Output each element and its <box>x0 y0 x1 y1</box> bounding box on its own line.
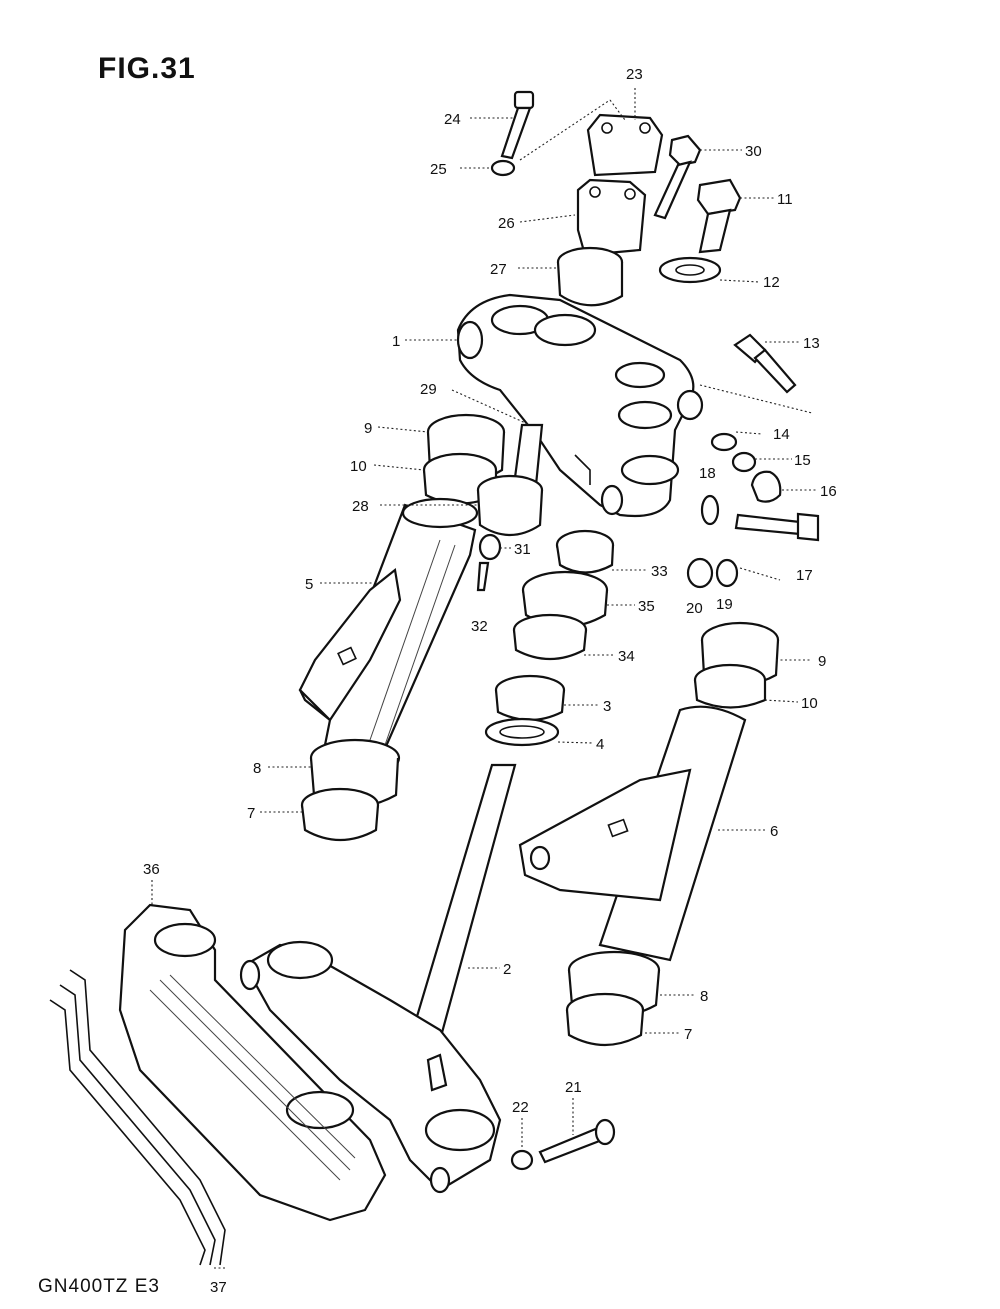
callout-33: 33 <box>651 563 668 580</box>
callout-11: 11 <box>777 191 793 208</box>
lower-fasteners <box>510 1118 616 1171</box>
callout-20: 20 <box>686 600 703 617</box>
callout-13: 13 <box>803 335 820 352</box>
callout-3: 3 <box>603 698 611 715</box>
callout-labels: 1 2 3 4 5 6 7 7 8 8 9 9 10 10 11 12 13 1… <box>143 66 837 1296</box>
callout-5: 5 <box>305 576 313 593</box>
callout-30: 30 <box>745 143 762 160</box>
top-fasteners <box>490 90 820 589</box>
callout-9-left: 9 <box>364 420 372 437</box>
callout-8-left: 8 <box>253 760 261 777</box>
callout-7-right: 7 <box>684 1026 692 1043</box>
callout-9-right: 9 <box>818 653 826 670</box>
callout-37: 37 <box>210 1279 227 1296</box>
model-code: GN400TZ E3 <box>38 1276 160 1297</box>
callout-24: 24 <box>444 111 461 128</box>
callout-18: 18 <box>699 465 716 482</box>
callout-23: 23 <box>626 66 643 83</box>
callout-26: 26 <box>498 215 515 232</box>
callout-25: 25 <box>430 161 447 178</box>
callout-34: 34 <box>618 648 635 665</box>
callout-14: 14 <box>773 426 790 443</box>
callout-15: 15 <box>794 452 811 469</box>
cover-and-emblem <box>49 903 387 1266</box>
callout-36: 36 <box>143 861 160 878</box>
left-bushings <box>422 413 544 536</box>
callout-28: 28 <box>352 498 369 515</box>
callout-29: 29 <box>420 381 437 398</box>
callout-16: 16 <box>820 483 837 500</box>
callout-6: 6 <box>770 823 778 840</box>
callout-10-right: 10 <box>801 695 818 712</box>
leader-lines <box>151 88 818 1269</box>
left-lower-seals <box>300 738 401 841</box>
center-stack <box>476 529 615 747</box>
callout-10-left: 10 <box>350 458 367 475</box>
callout-31: 31 <box>514 541 531 558</box>
upper-bracket-part <box>456 293 704 518</box>
callout-35: 35 <box>638 598 655 615</box>
steering-stem <box>239 763 517 1194</box>
callout-19: 19 <box>716 596 733 613</box>
right-fork-bracket <box>518 621 780 1046</box>
callout-7-left: 7 <box>247 805 255 822</box>
callout-4: 4 <box>596 736 604 753</box>
callout-21: 21 <box>565 1079 582 1096</box>
handlebar-holder-parts <box>519 99 664 307</box>
callout-12: 12 <box>763 274 780 291</box>
callout-17: 17 <box>796 567 813 584</box>
callout-2: 2 <box>503 961 511 978</box>
callout-1: 1 <box>392 333 400 350</box>
figure-title: FIG.31 <box>98 52 196 85</box>
callout-8-right: 8 <box>700 988 708 1005</box>
callout-32: 32 <box>471 618 488 635</box>
left-fork-bracket <box>298 497 479 762</box>
callout-22: 22 <box>512 1099 529 1116</box>
callout-27: 27 <box>490 261 507 278</box>
